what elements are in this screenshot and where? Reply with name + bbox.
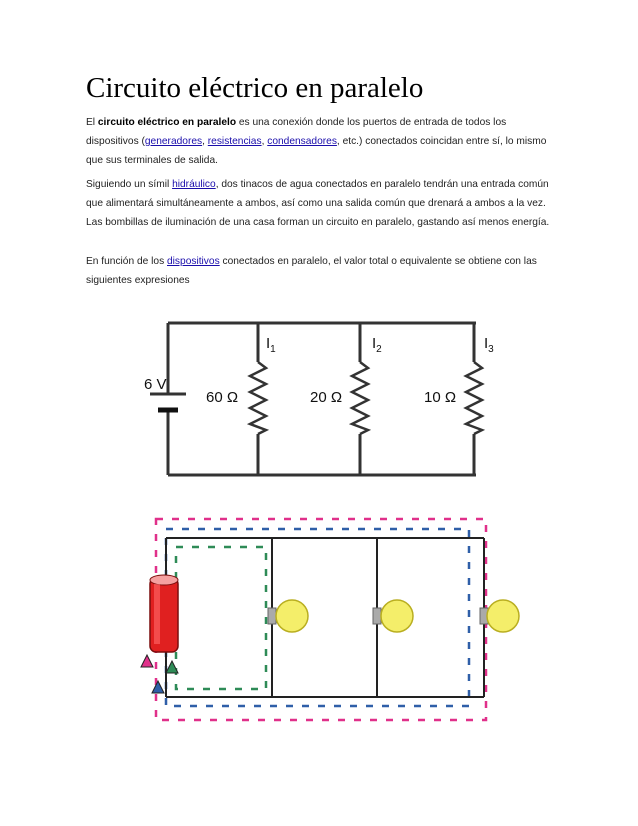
link-dispositivos[interactable]: dispositivos (167, 256, 220, 267)
text: , (202, 136, 208, 147)
green-triangle-icon (165, 659, 179, 674)
blue-triangle-icon (151, 679, 165, 694)
link-generadores[interactable]: generadores (144, 136, 203, 147)
text: , etc.) conectados coincidan entre sí, l… (86, 136, 547, 166)
link-condensadores[interactable]: condensadores (267, 136, 337, 147)
text: Siguiendo un símil (86, 179, 173, 190)
text: es una conexión donde los puertos de ent… (86, 117, 507, 147)
text: , dos tinacos de agua conectados en para… (86, 179, 550, 228)
resistor-2 (348, 361, 372, 436)
link-hidraulico[interactable]: hidráulico (172, 179, 216, 190)
resistor-1-label: 60 Ω (206, 389, 238, 406)
bulb-circuit-diagram (140, 517, 520, 722)
bulb-2-icon (372, 599, 414, 633)
paragraph-definition: El circuito eléctrico en paralelo es una… (86, 113, 556, 170)
text: conectados en paralelo, el valor total o… (86, 256, 537, 286)
circuit-wires (166, 321, 476, 477)
bulb-3-icon (479, 599, 520, 633)
resistor-1 (246, 361, 270, 436)
bold-term: circuito eléctrico en paralelo (97, 117, 237, 128)
battery-label: 6 V (144, 376, 167, 393)
text: En función de los (86, 256, 167, 267)
text: El (86, 117, 98, 128)
resistor-2-label: 20 Ω (310, 389, 342, 406)
battery-cell-icon (149, 574, 179, 653)
resistor-3-label: 10 Ω (424, 389, 456, 406)
link-resistencias[interactable]: resistencias (207, 136, 262, 147)
middle-current-path (164, 527, 471, 708)
paragraph-analogy: Siguiendo un símil hidráulico, dos tinac… (86, 175, 556, 232)
magenta-triangle-icon (140, 653, 154, 668)
current-2-label: I2 (372, 335, 382, 355)
bulb-1-icon (267, 599, 309, 633)
resistors (246, 361, 486, 436)
page-title: Circuito eléctrico en paralelo (86, 72, 424, 104)
paragraph-expressions: En función de los dispositivos conectado… (86, 252, 556, 290)
bulb-circuit-wires (165, 537, 485, 698)
resistor-3 (462, 361, 486, 436)
battery-symbol (150, 392, 186, 413)
text: , (261, 136, 268, 147)
inner-current-path (174, 545, 268, 691)
current-1-label: I1 (266, 335, 276, 355)
current-3-label: I3 (484, 335, 494, 355)
